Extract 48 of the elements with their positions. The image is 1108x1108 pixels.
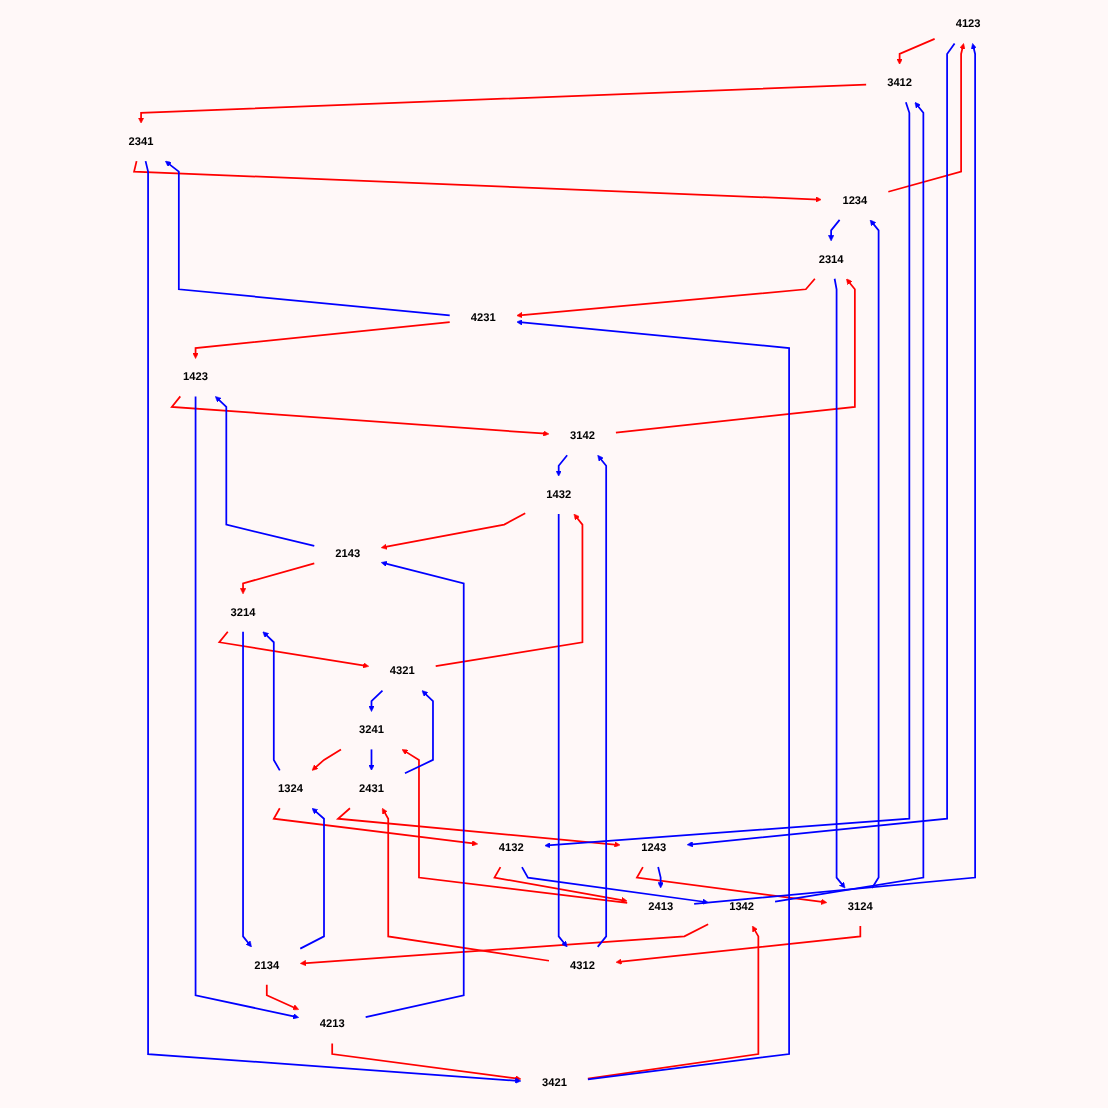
arrow bbox=[520, 866, 708, 905]
arrow bbox=[241, 630, 252, 948]
arrow bbox=[403, 690, 434, 775]
arrow bbox=[271, 807, 478, 847]
arrow bbox=[833, 277, 845, 889]
arrow bbox=[543, 101, 910, 849]
arrow bbox=[239, 562, 315, 595]
arrow bbox=[330, 1042, 521, 1082]
arrow bbox=[265, 983, 299, 1011]
arrow bbox=[773, 102, 924, 903]
arrow bbox=[132, 160, 822, 203]
arrow bbox=[169, 395, 549, 437]
arrow bbox=[164, 160, 450, 317]
arrow bbox=[614, 278, 856, 434]
arrow bbox=[656, 866, 664, 889]
arrow bbox=[381, 807, 550, 962]
arrow bbox=[686, 42, 955, 848]
arrow bbox=[869, 219, 879, 889]
arrow bbox=[137, 83, 867, 124]
arrow bbox=[367, 748, 374, 771]
arrow bbox=[194, 395, 299, 1020]
arrow bbox=[144, 160, 521, 1084]
arrow bbox=[434, 513, 583, 668]
arrow bbox=[555, 454, 568, 477]
arrow bbox=[895, 38, 935, 65]
arrow bbox=[364, 560, 464, 1019]
arrow bbox=[586, 925, 759, 1080]
arrow bbox=[615, 925, 861, 965]
arrow bbox=[191, 321, 450, 359]
arrow bbox=[515, 277, 816, 319]
arrow bbox=[557, 513, 567, 948]
arrow bbox=[886, 43, 965, 193]
arrow bbox=[596, 454, 607, 948]
arrow bbox=[634, 866, 827, 905]
arrow bbox=[335, 807, 620, 848]
arrow bbox=[217, 630, 369, 669]
arrow bbox=[515, 319, 790, 1081]
arrow bbox=[311, 748, 342, 771]
arrow bbox=[692, 43, 977, 905]
arrow bbox=[261, 631, 281, 772]
arrow bbox=[827, 219, 840, 242]
arrow bbox=[299, 923, 709, 967]
arrow bbox=[298, 807, 325, 950]
arrow bbox=[380, 512, 526, 550]
arrow bbox=[492, 866, 627, 904]
arrow bbox=[214, 396, 315, 547]
arrow bbox=[401, 749, 628, 904]
arrow bbox=[367, 689, 383, 712]
